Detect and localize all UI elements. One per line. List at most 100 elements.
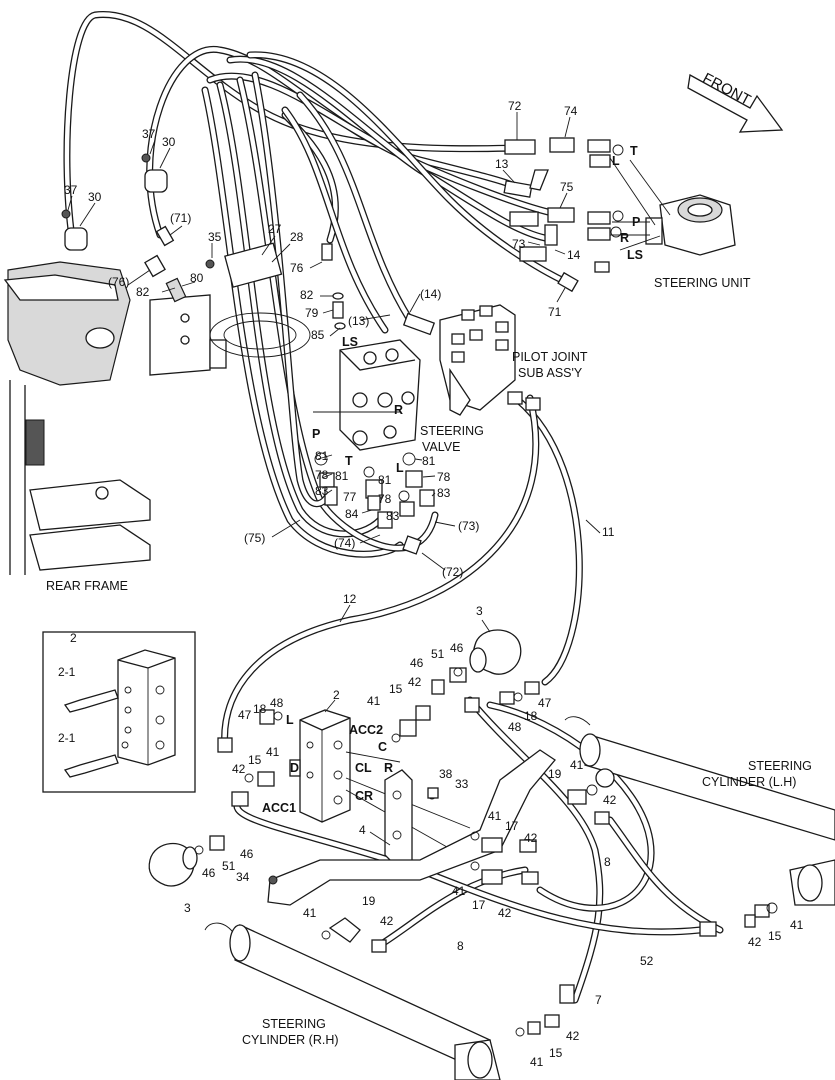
- steering-valve-title-2: VALVE: [422, 440, 460, 454]
- port-P-valve: P: [312, 427, 320, 441]
- callout: 52: [640, 954, 654, 968]
- callout: 82: [136, 285, 150, 299]
- callout: 42: [748, 935, 762, 949]
- callout: (74): [334, 536, 355, 550]
- callout: 42: [408, 675, 422, 689]
- callout: 2: [70, 631, 77, 645]
- callout: 2: [333, 688, 340, 702]
- callout: 51: [431, 647, 445, 661]
- callout: 48: [508, 720, 522, 734]
- steering-unit: [609, 157, 736, 256]
- port-C: C: [378, 740, 387, 754]
- callout: 2-1: [58, 665, 76, 679]
- callout: 41: [452, 884, 466, 898]
- callout: (76): [108, 275, 129, 289]
- steering-cylinder-lh: [564, 716, 835, 906]
- callout: 46: [240, 847, 254, 861]
- port-LS-top: LS: [627, 248, 643, 262]
- callout: 79: [305, 306, 319, 320]
- cylinder-lh-title-2: CYLINDER (L.H): [702, 775, 796, 789]
- callout: 4: [359, 823, 366, 837]
- callout: 78: [437, 470, 451, 484]
- steering-unit-fittings: [503, 137, 624, 293]
- callout: 42: [498, 906, 512, 920]
- callout: 7: [595, 993, 602, 1007]
- callout: 15: [248, 753, 262, 767]
- distribution-block: [289, 709, 471, 861]
- port-T-top: T: [630, 144, 638, 158]
- callout: 74: [564, 104, 578, 118]
- steering-valve-title-1: STEERING: [420, 424, 484, 438]
- callout: (75): [244, 531, 265, 545]
- callout: 38: [439, 767, 453, 781]
- callout: 51: [222, 859, 236, 873]
- port-P-top: P: [632, 215, 640, 229]
- callout: 18: [524, 709, 538, 723]
- steering-cylinder-rh: [204, 922, 501, 1080]
- pilot-joint: [402, 304, 541, 416]
- callout: 82: [300, 288, 314, 302]
- callout: 75: [560, 180, 574, 194]
- callout: 42: [566, 1029, 580, 1043]
- callout: 17: [505, 819, 519, 833]
- callout: 3: [184, 901, 191, 915]
- callout: 8: [457, 939, 464, 953]
- port-R-top: R: [620, 231, 629, 245]
- callout: 34: [236, 870, 250, 884]
- steering-valve: [313, 339, 421, 451]
- callout: 78: [315, 468, 329, 482]
- callout: 83: [437, 486, 451, 500]
- callout: (71): [170, 211, 191, 225]
- steering-unit-title: STEERING UNIT: [654, 276, 751, 290]
- callout: 27: [268, 222, 282, 236]
- port-LS-valve: LS: [342, 335, 358, 349]
- hoses: [63, 10, 724, 1004]
- port-ACC1: ACC1: [262, 801, 296, 815]
- callout: 42: [380, 914, 394, 928]
- rear-frame: [3, 261, 311, 575]
- callout-numbers: 72 74 13 75 73 14 71 37 30 37 30 (71) (7…: [58, 99, 804, 1069]
- callout: 81: [422, 454, 436, 468]
- callout: 11: [602, 525, 615, 539]
- valve-fittings: [314, 452, 435, 555]
- callout: 81: [378, 473, 392, 487]
- callout: 15: [389, 682, 403, 696]
- port-ACC2: ACC2: [349, 723, 383, 737]
- callout: 84: [345, 507, 359, 521]
- callout: 77: [343, 490, 357, 504]
- port-L-valve: L: [396, 461, 404, 475]
- callout: 41: [790, 918, 804, 932]
- callout: 12: [343, 592, 357, 606]
- cylinder-lh-title-1: STEERING: [748, 759, 812, 773]
- port-CL: CL: [355, 761, 372, 775]
- callout: 28: [290, 230, 304, 244]
- callout: 2-1: [58, 731, 76, 745]
- callout: 42: [232, 762, 246, 776]
- callout: 17: [472, 898, 486, 912]
- port-T-valve: T: [345, 454, 353, 468]
- callout: 41: [303, 906, 317, 920]
- callout: 48: [270, 696, 284, 710]
- callout: 42: [524, 831, 538, 845]
- callout: 30: [88, 190, 102, 204]
- callout: 41: [367, 694, 381, 708]
- accumulator-upper: [431, 629, 522, 695]
- inset-box: [42, 631, 196, 793]
- callout: 83: [315, 484, 329, 498]
- cylinder-rh-title-1: STEERING: [262, 1017, 326, 1031]
- cylinder-rh-title-2: CYLINDER (R.H): [242, 1033, 339, 1047]
- callout: 37: [64, 183, 78, 197]
- callout: 78: [378, 492, 392, 506]
- hose-clamps: [61, 153, 346, 330]
- accumulator-lower: [148, 791, 249, 887]
- callout: (14): [420, 287, 441, 301]
- callout: 83: [386, 509, 400, 523]
- callout: 71: [548, 305, 562, 319]
- callout: 41: [488, 809, 502, 823]
- callout: 19: [362, 894, 376, 908]
- port-L-top: L: [612, 154, 620, 168]
- callout: 42: [603, 793, 617, 807]
- callout: 41: [530, 1055, 544, 1069]
- callout: 13: [495, 157, 509, 171]
